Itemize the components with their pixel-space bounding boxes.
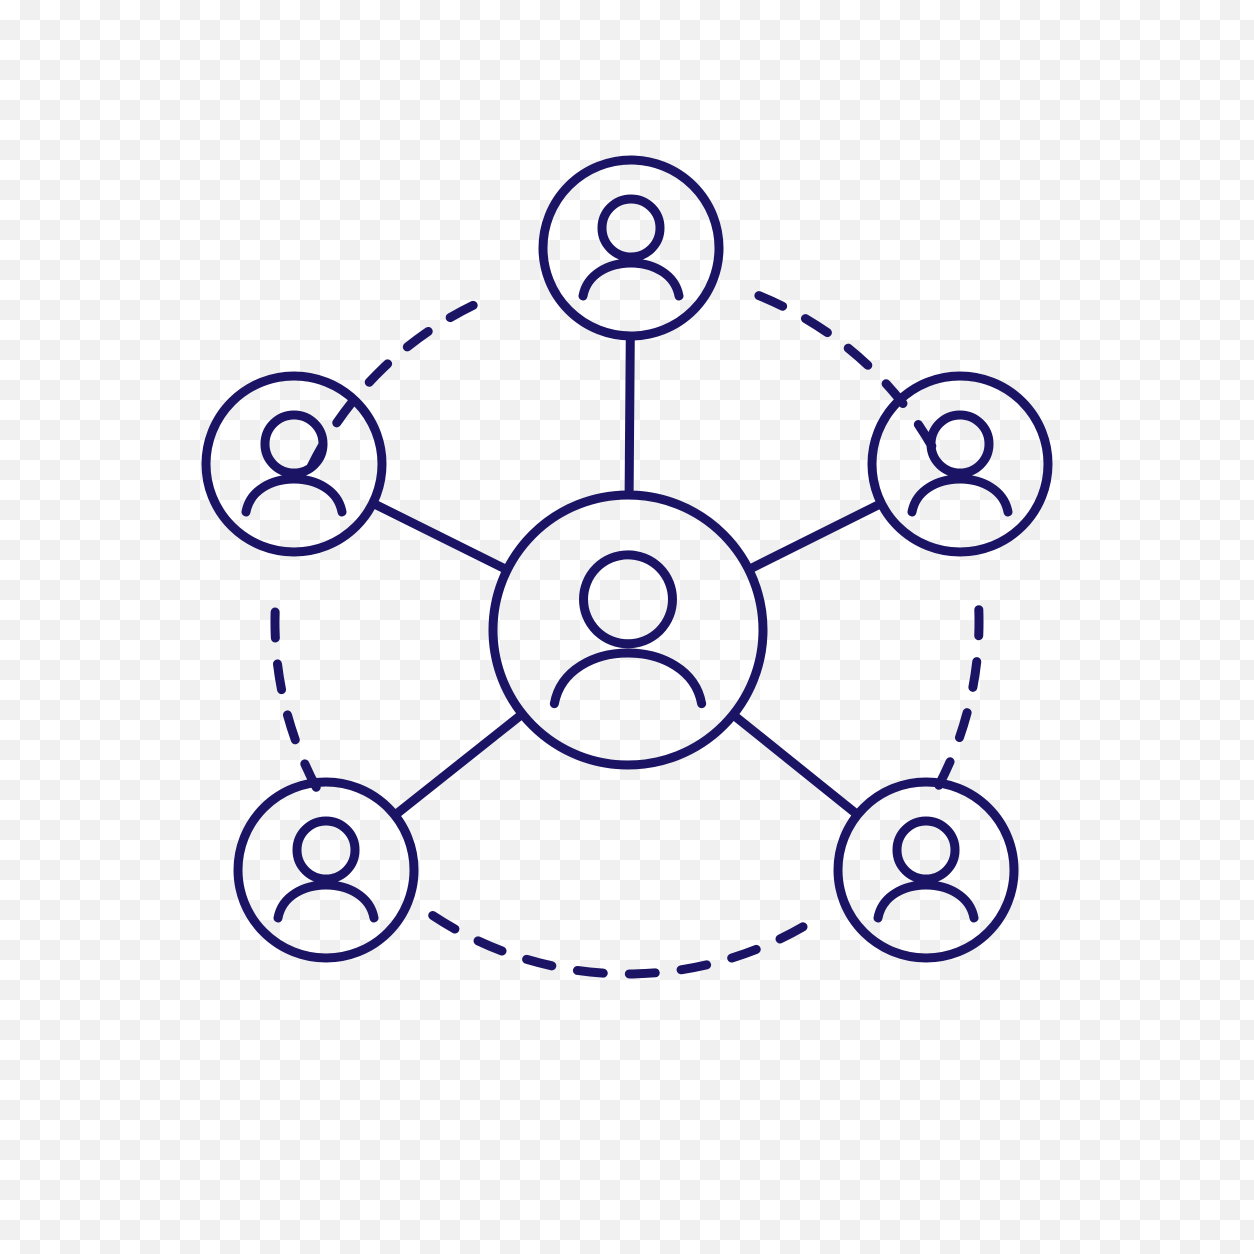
- connector-line-upper-right: [746, 499, 884, 574]
- connector-lines: [370, 335, 884, 819]
- user-head: [260, 410, 328, 478]
- ring-arc-bottom: [425, 909, 808, 979]
- user-shoulders: [873, 880, 979, 923]
- node-circle: [538, 155, 724, 341]
- ring-arc-left: [270, 605, 321, 792]
- user-head: [926, 410, 994, 478]
- node-circle: [867, 371, 1053, 557]
- user-node-lower-right: [833, 777, 1019, 963]
- user-shoulders: [273, 880, 379, 923]
- ring-arc-top-left: [306, 291, 500, 473]
- node-circle: [201, 371, 387, 557]
- connector-line-upper-left: [370, 499, 510, 574]
- user-shoulders: [578, 258, 684, 301]
- user-head: [292, 816, 360, 884]
- user-icon: [578, 194, 684, 301]
- user-node-top: [538, 155, 724, 341]
- user-icon: [873, 816, 979, 923]
- user-icon: [241, 410, 347, 517]
- user-icon: [273, 816, 379, 923]
- user-node-center: [488, 490, 768, 770]
- node-circle: [233, 777, 419, 963]
- ring-arc-right: [927, 605, 984, 803]
- user-node-upper-left: [201, 371, 387, 557]
- user-node-upper-right: [867, 371, 1053, 557]
- user-icon: [907, 410, 1013, 517]
- dashed-outer-ring: [270, 291, 984, 979]
- connector-line-top: [624, 335, 635, 496]
- user-head: [892, 816, 960, 884]
- user-icon: [549, 550, 707, 709]
- user-head: [597, 194, 665, 262]
- user-shoulders: [907, 474, 1013, 517]
- user-node-lower-left: [233, 777, 419, 963]
- node-circle: [488, 490, 768, 770]
- user-shoulders: [241, 474, 347, 517]
- ring-arc-top-right: [754, 291, 937, 451]
- user-head: [579, 550, 677, 649]
- connector-line-lower-left: [392, 710, 526, 819]
- user-nodes: [201, 155, 1053, 963]
- user-shoulders: [549, 648, 707, 709]
- connector-line-lower-right: [730, 711, 861, 819]
- node-circle: [833, 777, 1019, 963]
